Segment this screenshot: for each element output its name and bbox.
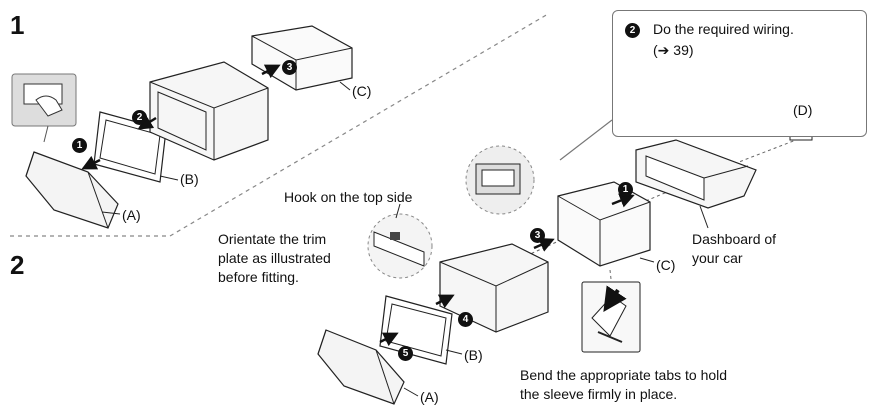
wiring-magnifier xyxy=(465,145,535,215)
arrow-step-1 xyxy=(81,155,101,170)
arrow-install-4 xyxy=(435,294,455,309)
press-button-inset xyxy=(11,73,77,143)
orientate-note: Orientate the trim plate as illustrated … xyxy=(218,231,331,285)
wiring-callout: 2 Do the required wiring. (➔ 39) (D) xyxy=(612,10,867,137)
dashboard-opening xyxy=(635,139,757,209)
faceplate-a-removal xyxy=(25,151,119,229)
arrow-install-1 xyxy=(611,193,635,208)
badge-install-1: 1 xyxy=(618,182,633,197)
sleeve-c-install xyxy=(557,181,651,267)
badge-removal-1: 1 xyxy=(72,138,87,153)
hook-magnifier xyxy=(367,213,433,279)
label-c-removal: (C) xyxy=(352,83,372,99)
main-unit-removal xyxy=(149,61,269,161)
label-a-install: (A) xyxy=(420,389,439,405)
badge-install-5: 5 xyxy=(398,346,413,361)
section-divider xyxy=(10,13,549,237)
main-unit-install xyxy=(439,243,549,333)
hook-note: Hook on the top side xyxy=(284,189,413,205)
badge-install-4: 4 xyxy=(458,312,473,327)
label-b-install: (B) xyxy=(464,347,483,363)
bend-note: Bend the appropriate tabs to hold the sl… xyxy=(520,367,728,402)
step-number-2: 2 xyxy=(10,250,25,280)
arrow-step-2 xyxy=(137,115,157,130)
label-d: (D) xyxy=(793,102,813,118)
bend-tabs-inset xyxy=(581,281,641,353)
label-a-removal: (A) xyxy=(122,207,141,223)
arrow-install-5 xyxy=(379,332,399,347)
arrow-step-3 xyxy=(261,64,281,79)
badge-wiring-2: 2 xyxy=(625,23,640,38)
badge-install-3: 3 xyxy=(530,228,545,243)
faceplate-a-install xyxy=(317,329,405,405)
dashboard-note: Dashboard of your car xyxy=(692,231,777,266)
wiring-text: Do the required wiring. xyxy=(653,21,794,37)
sleeve-c-removal xyxy=(251,25,353,91)
badge-removal-3: 3 xyxy=(282,60,297,75)
label-c-install: (C) xyxy=(656,257,676,273)
step-number-1: 1 xyxy=(10,10,25,40)
label-b-removal: (B) xyxy=(180,171,199,187)
wiring-ref: (➔ 39) xyxy=(653,42,694,58)
trim-plate-b-install xyxy=(379,295,453,365)
badge-removal-2: 2 xyxy=(132,110,147,125)
arrow-install-3 xyxy=(533,238,555,252)
